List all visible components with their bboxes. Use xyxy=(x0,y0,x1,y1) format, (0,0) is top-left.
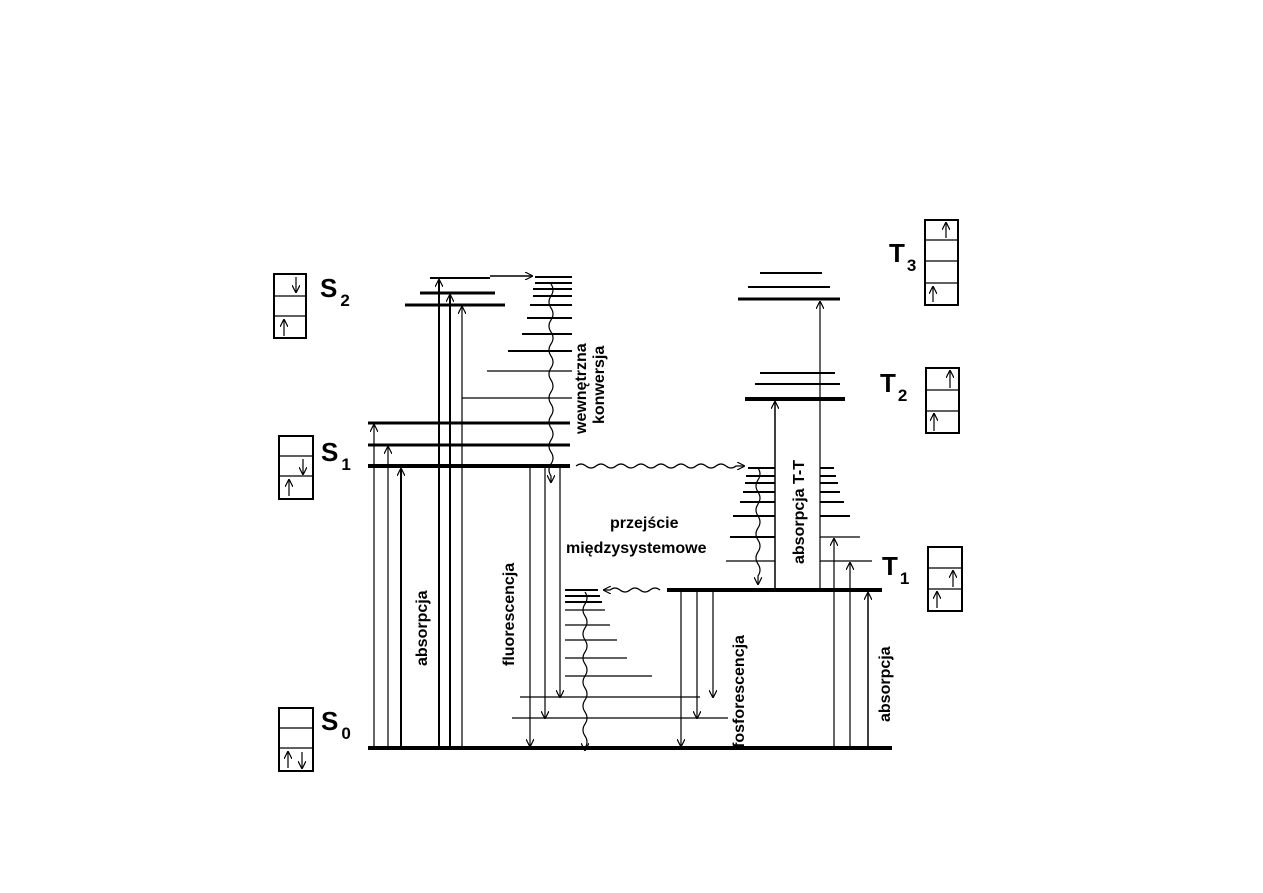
internal-conversion-label-2: konwersja xyxy=(591,346,608,424)
t2-orbital-box xyxy=(925,367,960,434)
internal-conversion-label-1: wewnętrzna xyxy=(573,343,590,435)
s1-orbital-box xyxy=(278,435,314,500)
s2-orbital-box xyxy=(273,273,307,339)
phosphorescence-label: fosforescencja xyxy=(731,635,748,748)
internal-conversion-wavy xyxy=(549,283,553,482)
process-labels: absorpcja fluorescencja wewnętrzna konwe… xyxy=(414,343,894,748)
absorption-singlet-label: absorpcja xyxy=(414,590,431,666)
t1-orbital-box xyxy=(927,546,963,612)
s0-orbital-box xyxy=(278,707,314,772)
s1-vibrational-manifold xyxy=(462,276,572,399)
orbital-boxes xyxy=(273,219,963,772)
intersystem-crossing-wavy xyxy=(575,464,744,468)
t3-orbital-box xyxy=(924,219,959,306)
t1-vibrational-manifold xyxy=(726,467,872,562)
reverse-isc-wavy xyxy=(604,588,661,592)
intersystem-crossing-label-2: międzysystemowe xyxy=(566,540,707,557)
ground-relaxation-wavy xyxy=(583,591,587,750)
transition-arrows xyxy=(374,276,868,750)
intersystem-crossing-label-1: przejście xyxy=(610,515,679,532)
triplet-relaxation-wavy xyxy=(756,467,760,584)
tt-absorption-label: absorpcja T-T xyxy=(791,460,808,564)
fluorescence-label: fluorescencja xyxy=(501,563,518,666)
energy-levels xyxy=(368,272,892,750)
absorption-triplet-label: absorpcja xyxy=(877,646,894,722)
